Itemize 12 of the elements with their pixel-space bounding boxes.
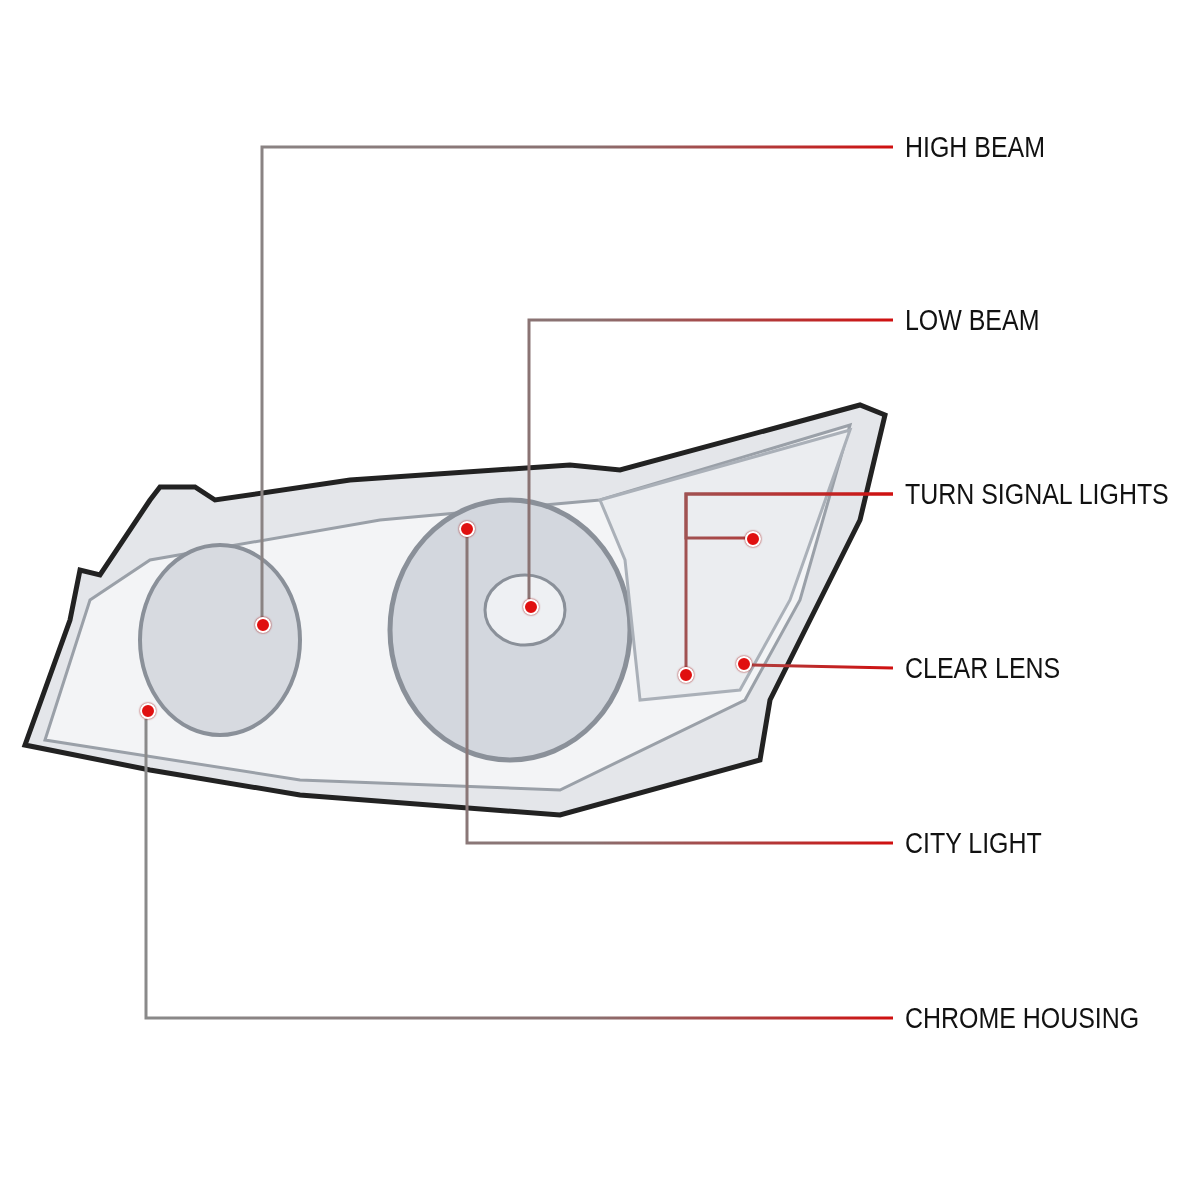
leader-line xyxy=(260,145,893,617)
part-label: TURN SIGNAL LIGHTS xyxy=(905,476,1169,512)
leader-line xyxy=(527,318,893,599)
part-label: CLEAR LENS xyxy=(905,650,1061,686)
part-label: HIGH BEAM xyxy=(905,129,1045,165)
leader-line xyxy=(465,537,893,845)
leader-line xyxy=(684,492,893,667)
part-label: LOW BEAM xyxy=(905,302,1040,338)
leader-line xyxy=(144,719,893,1020)
part-label: CHROME HOUSING xyxy=(905,1000,1140,1036)
part-label: CITY LIGHT xyxy=(905,825,1042,861)
leader-line xyxy=(751,663,894,670)
